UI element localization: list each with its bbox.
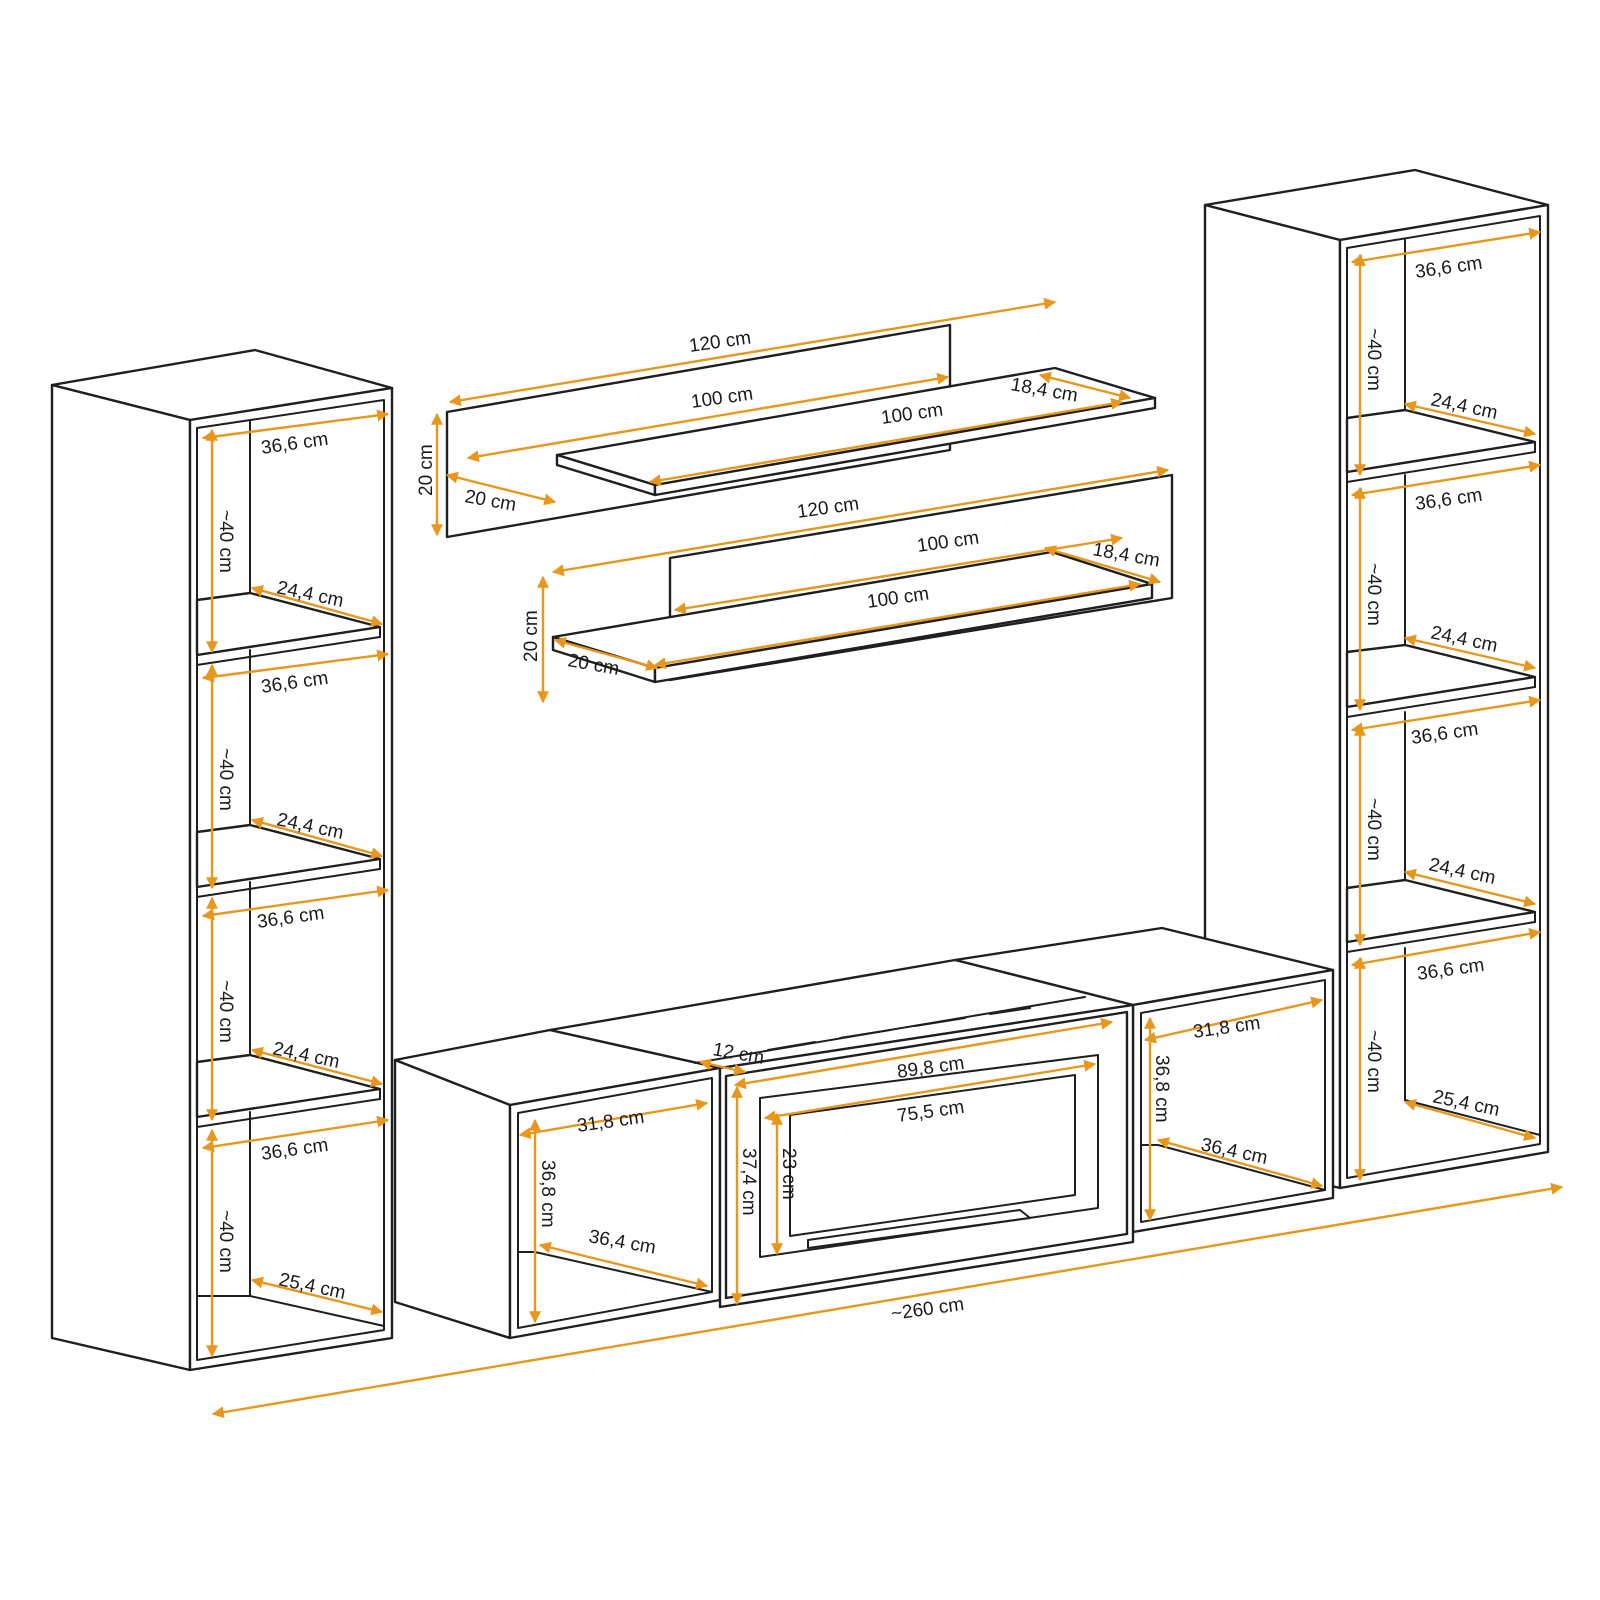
- lower-shelf-height-label: 20 cm: [521, 610, 542, 662]
- right-box-height-label: 36,8 cm: [1151, 1055, 1172, 1123]
- right-cabinet-height-4-label: ~40 cm: [1363, 1030, 1384, 1093]
- right-cabinet-height-2-label: ~40 cm: [1363, 563, 1384, 626]
- left-box-height-label: 36,8 cm: [537, 1160, 558, 1228]
- left-cabinet-height-1-label: ~40 cm: [215, 510, 236, 573]
- left-cabinet-height-2-label: ~40 cm: [215, 748, 236, 811]
- lower-wall-shelf: [551, 473, 1174, 684]
- dimension-lines: [201, 227, 1564, 1419]
- lower-shelf-back-length-label: 120 cm: [796, 493, 861, 522]
- left-cabinet-height-4-label: ~40 cm: [215, 1210, 236, 1273]
- fireplace-outer-height-label: 37,4 cm: [738, 1148, 759, 1216]
- upper-shelf-height-label: 20 cm: [416, 444, 437, 496]
- right-cabinet-height-3-label: ~40 cm: [1363, 798, 1384, 861]
- right-cabinet-height-1-label: ~40 cm: [1363, 328, 1384, 391]
- fireplace-inner-height-label: 23 cm: [778, 1148, 799, 1200]
- left-cabinet-height-3-label: ~40 cm: [215, 980, 236, 1043]
